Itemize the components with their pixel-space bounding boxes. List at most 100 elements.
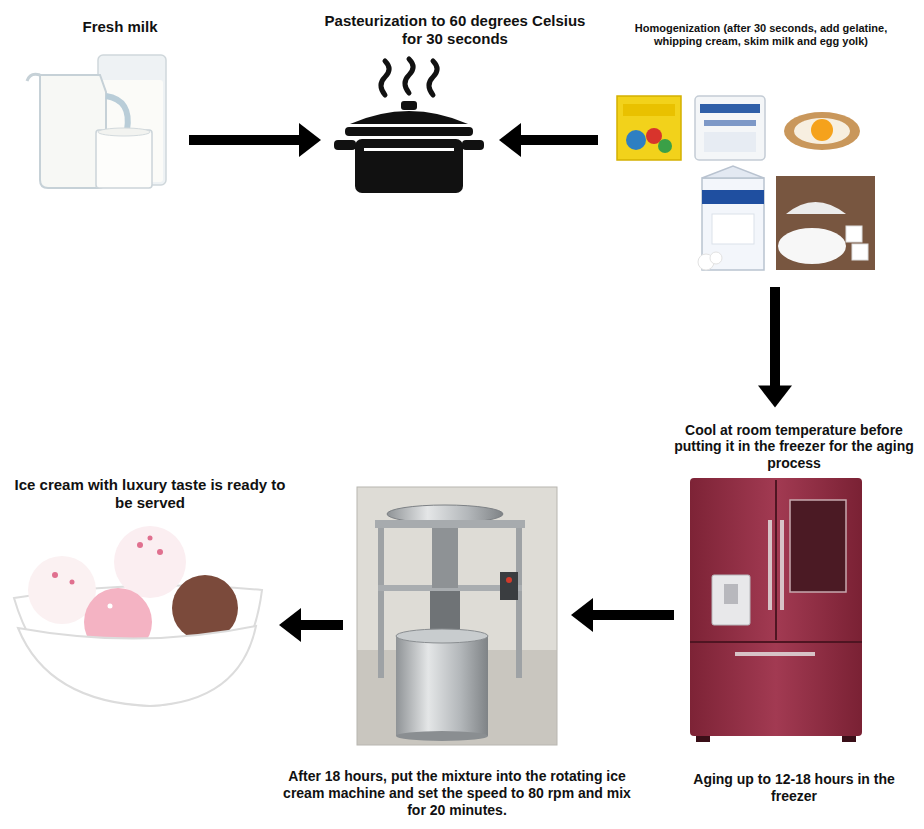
pot-icon-part: [364, 148, 454, 151]
step-caption: Aging up to 12-18 hours in the freezer: [672, 771, 916, 805]
pot-icon-part: [355, 139, 463, 193]
freezer-picture-part: [790, 500, 846, 592]
process-step: Homogenization (after 30 seconds, add ge…: [612, 88, 877, 273]
text-holder: Aging up to 12-18 hours in the freezer: [672, 771, 916, 805]
pot-icon-part: [429, 61, 437, 95]
ingredients-picture-part: [784, 112, 860, 150]
ingredients-picture-part: [704, 120, 756, 126]
text-holder: Cool at room temperature before putting …: [670, 422, 918, 472]
ingredients-picture-part: [712, 214, 754, 244]
arrow-head: [758, 386, 792, 408]
ingredients-picture-part: [700, 104, 760, 113]
ice-cream-machine-photo: [357, 487, 557, 745]
freezer-picture-part: [735, 652, 815, 656]
ingredients-picture-part: [658, 139, 672, 153]
process-step: Pasteurization to 60 degrees Celsius for…: [335, 60, 485, 195]
ice-cream-machine-photo-part: [516, 528, 522, 678]
ice-cream-machine-photo-part: [396, 731, 488, 741]
step-heading: Cool at room temperature before putting …: [670, 422, 918, 472]
arrow-shaft: [299, 620, 343, 630]
ingredients-picture-part: [617, 96, 681, 160]
ice-cream-machine-photo-part: [432, 528, 458, 588]
text-holder: Homogenization (after 30 seconds, add ge…: [610, 22, 912, 48]
freezer-picture-part: [775, 480, 777, 640]
pot-icon-part: [345, 127, 473, 136]
ice-cream-machine-photo-part: [506, 577, 512, 583]
flow-arrow: [758, 287, 792, 408]
arrow-head: [279, 608, 301, 642]
process-step: Ice cream with luxury taste is ready to …: [10, 520, 265, 710]
arrow-shaft: [591, 610, 674, 620]
pot-icon-part: [334, 140, 356, 150]
pot-icon-part: [381, 61, 389, 95]
ice-cream-bowl-picture: [14, 526, 262, 706]
milk-picture-part: [98, 128, 150, 136]
ice-cream-machine-photo-part: [375, 520, 525, 528]
flow-arrow: [571, 598, 674, 632]
ice-cream-bowl-picture-part: [108, 604, 113, 609]
ingredients-picture-part: [704, 132, 756, 152]
ingredients-picture: [617, 96, 875, 270]
freezer-picture-part: [768, 520, 772, 610]
flow-arrow: [279, 608, 343, 642]
freezer-picture-part: [842, 736, 856, 742]
ingredients-picture-part: [626, 130, 646, 150]
ice-cream-machine-photo-part: [500, 572, 518, 600]
step-heading: Pasteurization to 60 degrees Celsius for…: [320, 12, 590, 48]
ingredients-picture-part: [846, 226, 862, 242]
ingredients-picture-part: [852, 244, 868, 260]
text-holder: Fresh milk: [20, 18, 220, 36]
ice-cream-machine-photo-part: [378, 528, 384, 678]
ice-cream-bowl-picture-part: [52, 572, 58, 578]
step-heading: Fresh milk: [20, 18, 220, 36]
ice-cream-bowl-picture-part: [70, 580, 75, 585]
pot-icon-part: [401, 101, 417, 110]
pot-icon: [334, 59, 484, 193]
ingredients-picture-part: [702, 178, 764, 270]
step-heading: Homogenization (after 30 seconds, add ge…: [610, 22, 912, 48]
freezer-picture: [690, 478, 862, 742]
ice-cream-machine-photo-part: [357, 487, 557, 745]
freezer-picture-part: [724, 584, 738, 604]
arrow-shaft: [519, 135, 598, 145]
ingredients-picture-part: [776, 176, 875, 270]
ice-cream-machine-photo-part: [357, 487, 557, 745]
ingredients-picture-part: [695, 96, 765, 160]
pot-icon-part: [462, 140, 484, 150]
ice-cream-bowl-picture-part: [157, 549, 163, 555]
step-caption: After 18 hours, put the mixture into the…: [272, 768, 642, 818]
freezer-picture-part: [780, 520, 784, 610]
text-holder: Ice cream with luxury taste is ready to …: [10, 476, 290, 512]
arrow-shaft: [770, 287, 780, 388]
ingredients-picture-part: [811, 119, 833, 141]
pot-icon-part: [350, 111, 468, 124]
ingredients-picture-part: [786, 202, 846, 214]
arrow-head: [499, 123, 521, 157]
freezer-picture-part: [690, 478, 862, 736]
step-heading: Ice cream with luxury taste is ready to …: [10, 476, 290, 512]
pot-icon-part: [405, 59, 413, 93]
arrow-head: [571, 598, 593, 632]
milk-picture-part: [27, 74, 40, 81]
milk-picture: [27, 55, 166, 188]
ice-cream-bowl-picture-part: [18, 626, 256, 706]
milk-picture-part: [96, 130, 152, 188]
ice-cream-bowl-picture-part: [137, 542, 143, 548]
flow-arrow: [189, 123, 321, 157]
ingredients-picture-part: [776, 176, 875, 270]
freezer-picture-part: [690, 641, 862, 643]
ingredients-picture-part: [710, 252, 722, 264]
process-step: Cool at room temperature before putting …: [688, 478, 863, 743]
process-step: After 18 hours, put the mixture into the…: [357, 487, 557, 745]
ice-cream-bowl-picture-part: [114, 526, 186, 598]
text-holder: Pasteurization to 60 degrees Celsius for…: [320, 12, 590, 48]
ingredients-picture-part: [702, 190, 764, 204]
ice-cream-machine-photo-part: [396, 629, 488, 643]
arrow-shaft: [189, 135, 301, 145]
freezer-picture-part: [712, 575, 750, 625]
ice-cream-bowl-picture-part: [148, 536, 153, 541]
ingredients-picture-part: [794, 118, 850, 144]
